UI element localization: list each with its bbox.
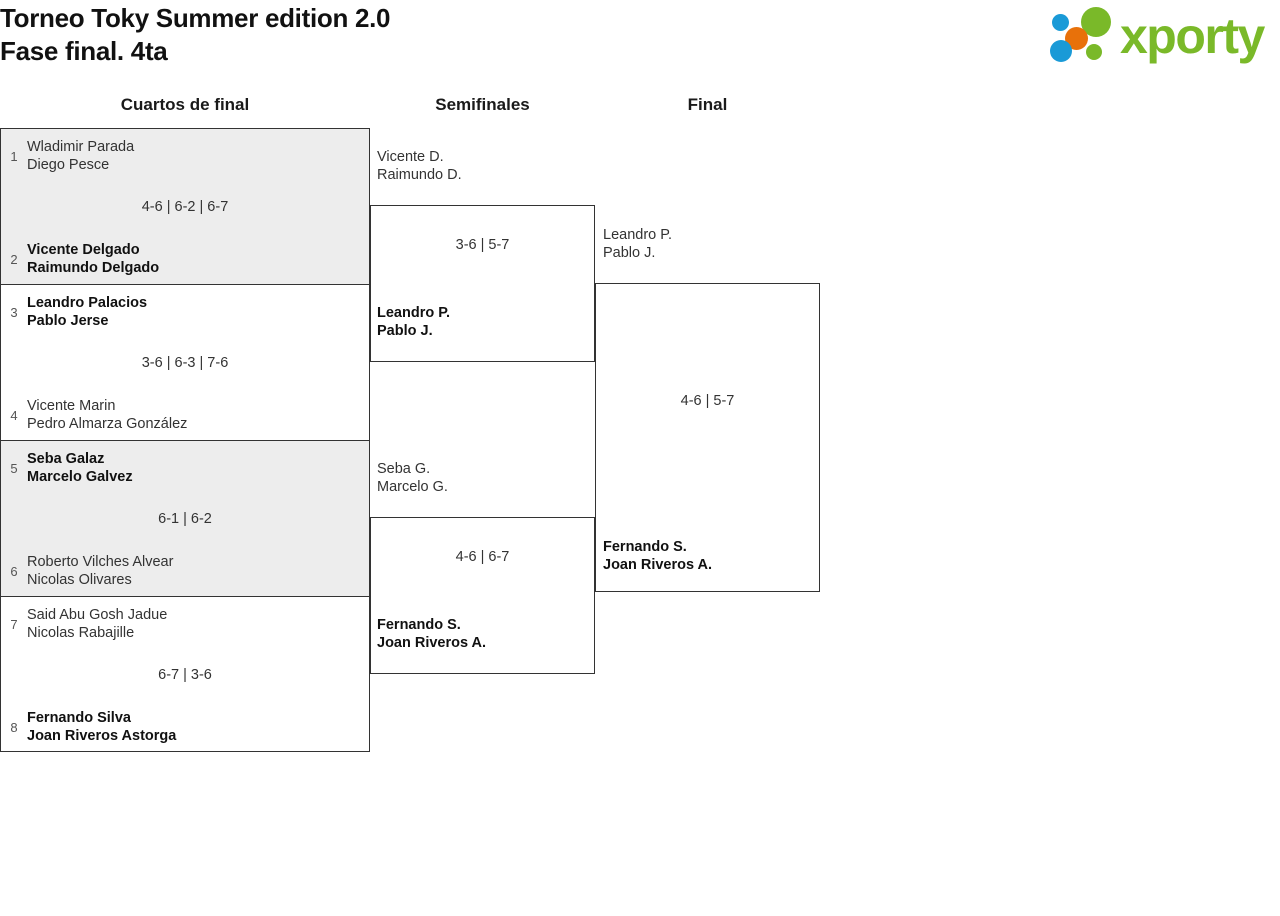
match-qf-4-team-top[interactable]: 7 Said Abu Gosh Jadue Nicolas Rabajille [1, 605, 369, 643]
seed-number: 3 [10, 304, 18, 320]
match-qf-2-score: 3-6 | 6-3 | 7-6 [141, 355, 229, 371]
match-sf-2-team-top[interactable]: Seba G. Marcelo G. [377, 461, 448, 495]
seed-number: 1 [10, 148, 18, 164]
match-qf-2-team-bottom[interactable]: 4 Vicente Marin Pedro Almarza González [1, 396, 369, 434]
logo-dot-green-small [1086, 44, 1102, 60]
match-sf-1-team-top[interactable]: Vicente D. Raimundo D. [377, 149, 462, 183]
seed-number: 5 [10, 460, 18, 476]
match-sf-1-score: 3-6 | 5-7 [455, 237, 510, 253]
match-qf-2-team-top[interactable]: 3 Leandro Palacios Pablo Jerse [1, 293, 369, 331]
match-qf-2[interactable]: 3 Leandro Palacios Pablo Jerse 3-6 | 6-3… [0, 284, 370, 440]
match-qf-1-score: 4-6 | 6-2 | 6-7 [141, 199, 229, 215]
seed-number: 6 [10, 563, 18, 579]
logo-dot-orange [1065, 27, 1088, 50]
match-qf-1[interactable]: 1 Wladimir Parada Diego Pesce 4-6 | 6-2 … [0, 128, 370, 284]
match-sf-2-team-bottom[interactable]: Fernando S. Joan Riveros A. [377, 617, 487, 651]
team-players: Seba Galaz Marcelo Galvez [27, 451, 133, 485]
match-final-score: 4-6 | 5-7 [680, 393, 735, 409]
match-qf-1-team-top[interactable]: 1 Wladimir Parada Diego Pesce [1, 137, 369, 175]
team-players: Roberto Vilches Alvear Nicolas Olivares [27, 554, 174, 588]
match-qf-4[interactable]: 7 Said Abu Gosh Jadue Nicolas Rabajille … [0, 596, 370, 752]
match-qf-4-score: 6-7 | 3-6 [158, 667, 212, 683]
match-sf-1[interactable] [370, 205, 595, 362]
team-players: Wladimir Parada Diego Pesce [27, 139, 135, 173]
seed-number: 2 [10, 251, 18, 267]
seed-number: 4 [10, 407, 18, 423]
team-players: Leandro Palacios Pablo Jerse [27, 295, 148, 329]
logo-dot-blue-top [1052, 14, 1069, 31]
match-final-team-top[interactable]: Leandro P. Pablo J. [603, 227, 673, 261]
xporty-logo: xporty [1050, 6, 1276, 68]
seed-number: 8 [10, 719, 18, 735]
round-header-final: Final [687, 95, 728, 114]
round-header-quarterfinals: Cuartos de final [120, 95, 250, 114]
match-qf-4-team-bottom[interactable]: 8 Fernando Silva Joan Riveros Astorga [1, 708, 369, 746]
round-header-semifinals: Semifinales [435, 95, 530, 114]
match-final[interactable] [595, 283, 820, 592]
match-qf-3-score: 6-1 | 6-2 [158, 511, 212, 527]
logo-dots-icon [1050, 6, 1126, 66]
match-qf-1-team-bottom[interactable]: 2 Vicente Delgado Raimundo Delgado [1, 240, 369, 278]
match-final-team-bottom[interactable]: Fernando S. Joan Riveros A. [603, 539, 713, 573]
match-sf-2-score: 4-6 | 6-7 [455, 549, 510, 565]
team-players: Said Abu Gosh Jadue Nicolas Rabajille [27, 607, 168, 641]
seed-number: 7 [10, 616, 18, 632]
match-qf-3-team-bottom[interactable]: 6 Roberto Vilches Alvear Nicolas Olivare… [1, 552, 369, 590]
match-sf-2[interactable] [370, 517, 595, 674]
match-sf-1-team-bottom[interactable]: Leandro P. Pablo J. [377, 305, 451, 339]
team-players: Vicente Marin Pedro Almarza González [27, 398, 188, 432]
match-qf-3[interactable]: 5 Seba Galaz Marcelo Galvez 6-1 | 6-2 6 … [0, 440, 370, 596]
team-players: Fernando Silva Joan Riveros Astorga [27, 710, 177, 744]
match-qf-3-team-top[interactable]: 5 Seba Galaz Marcelo Galvez [1, 449, 369, 487]
logo-dot-blue-bottom [1050, 40, 1072, 62]
logo-wordmark: xporty [1120, 8, 1265, 64]
page-title: Torneo Toky Summer edition 2.0 Fase fina… [0, 3, 391, 66]
team-players: Vicente Delgado Raimundo Delgado [27, 242, 160, 276]
